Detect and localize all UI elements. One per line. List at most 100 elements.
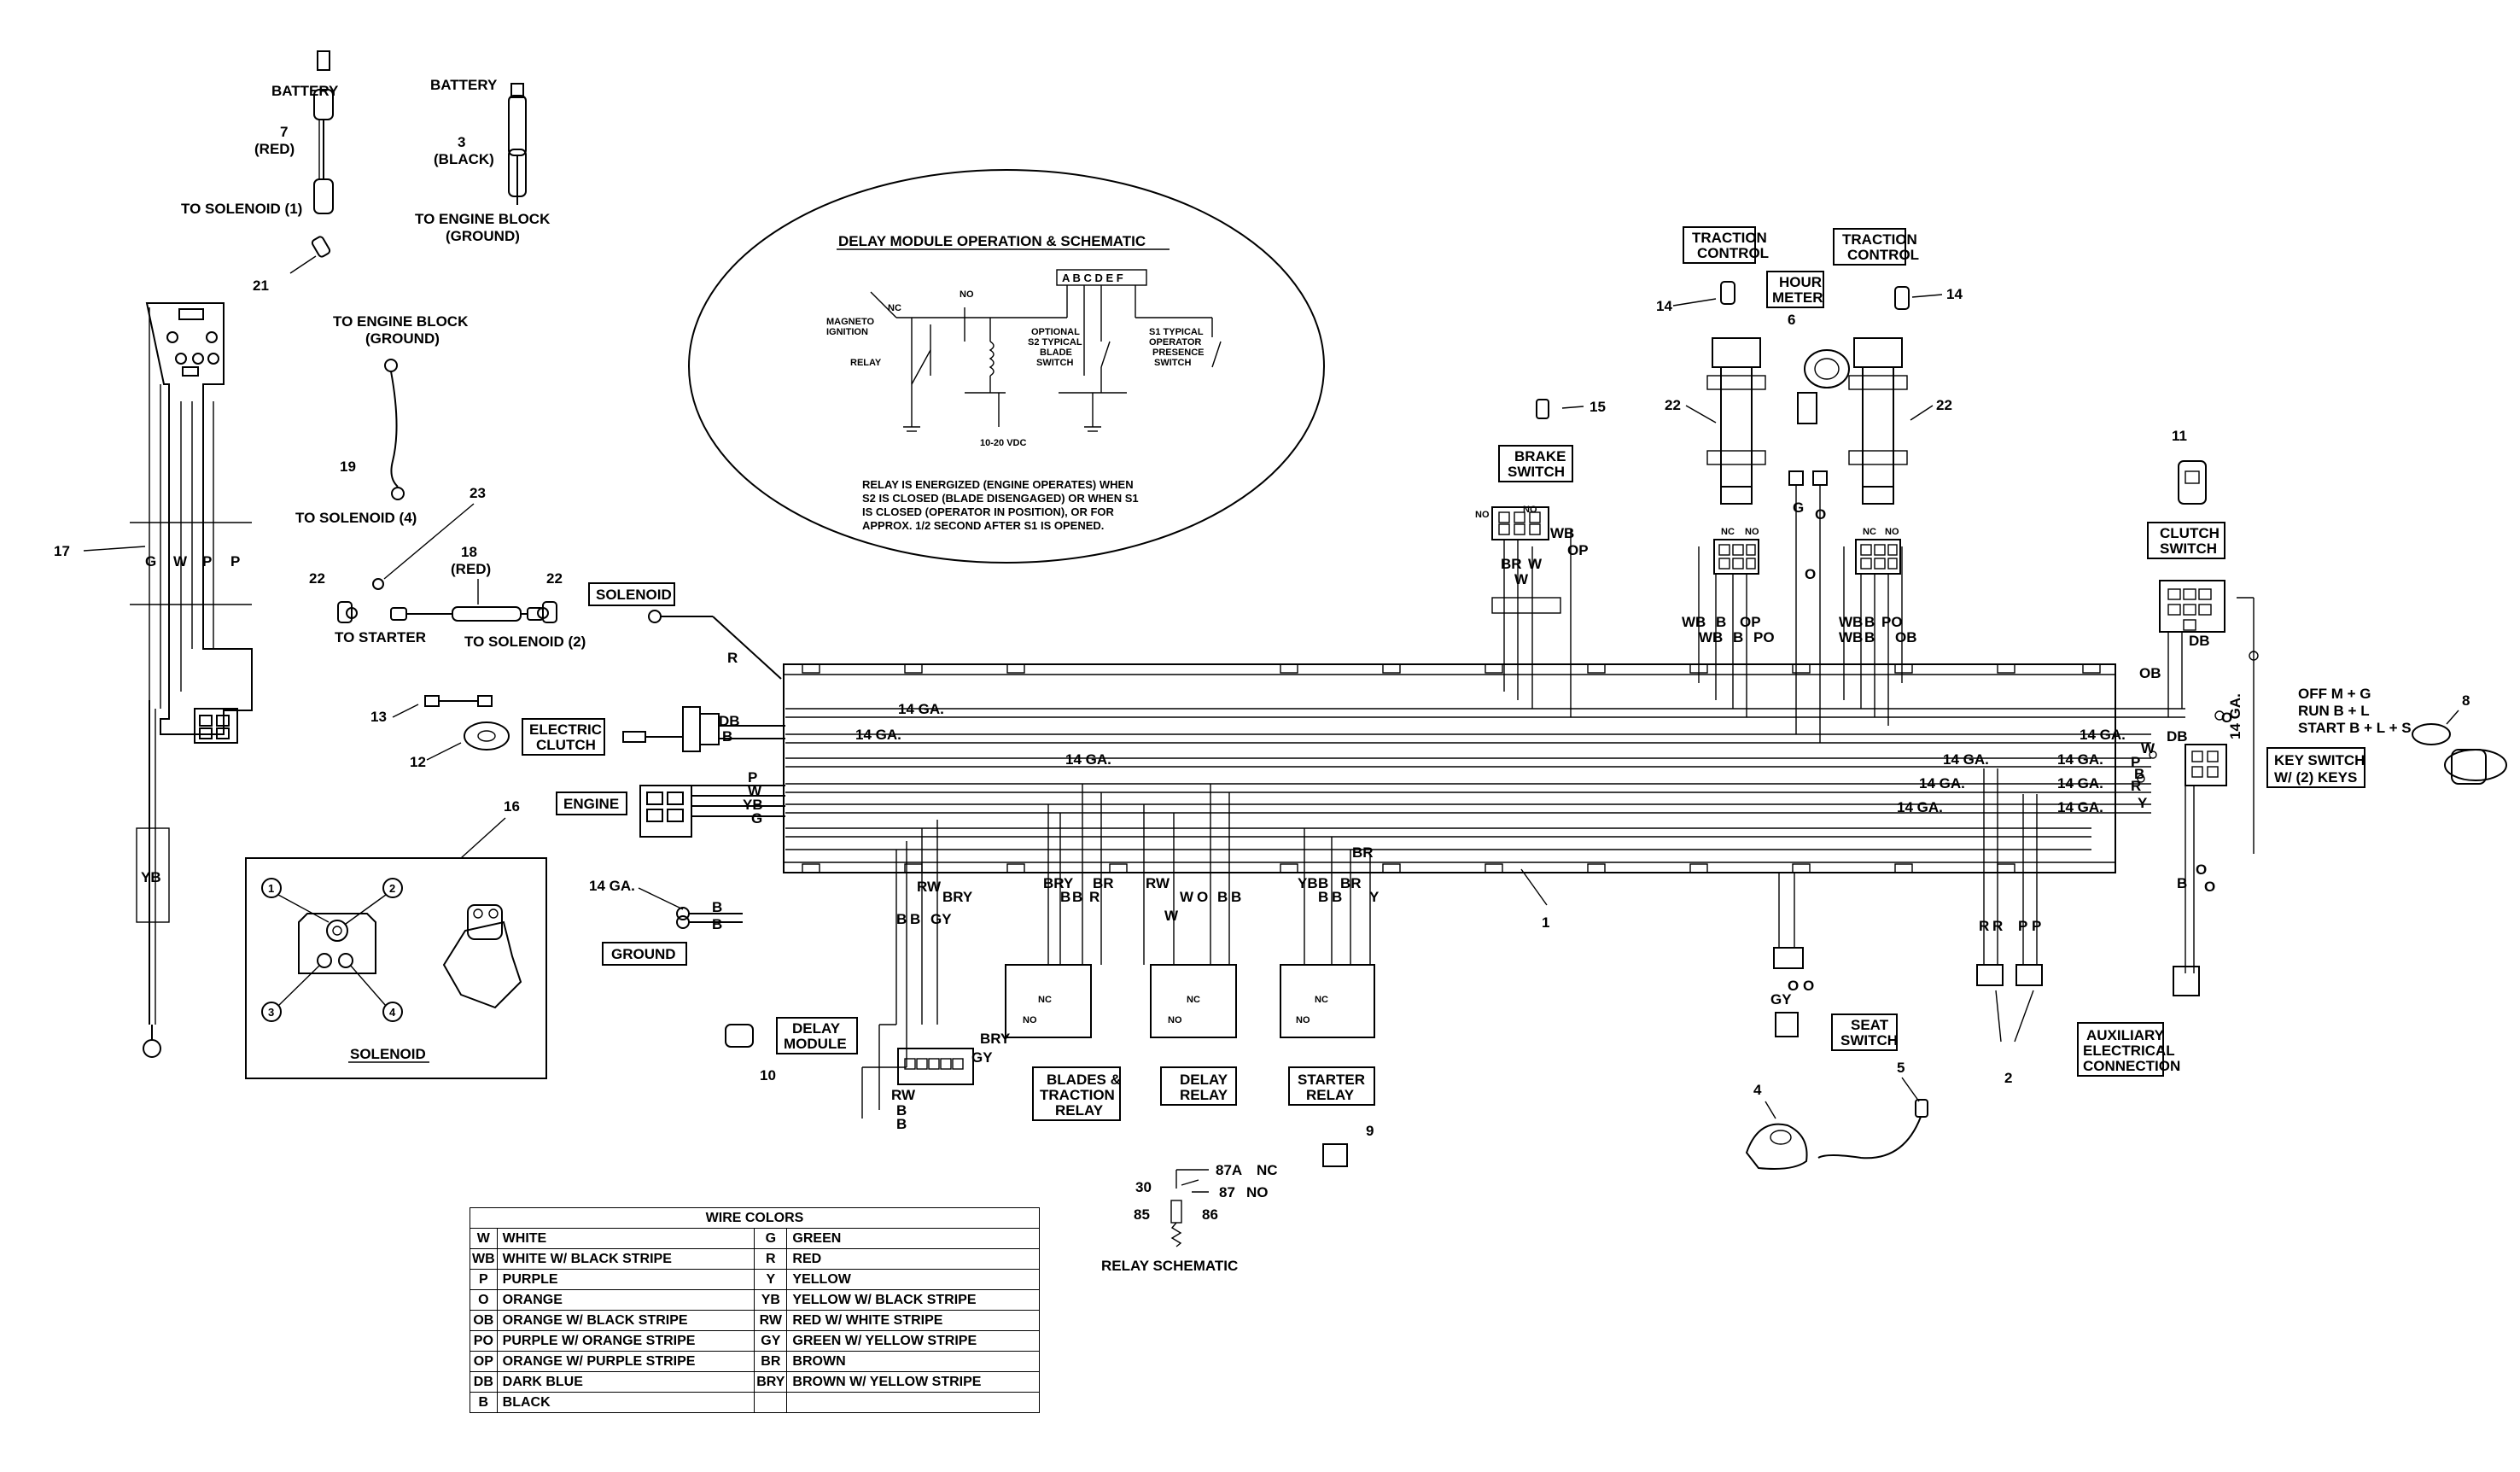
wire-wb-brake: WB — [1550, 525, 1574, 541]
red-cable-number: 7 — [280, 124, 288, 140]
callout-2: 2 — [2004, 1070, 2012, 1086]
wire-color-name: GREEN — [786, 1228, 1040, 1249]
wire-p-engine: P — [748, 769, 757, 786]
wire-w-brake: W — [1528, 556, 1543, 572]
to-starter-label: TO STARTER — [335, 629, 426, 645]
sol-term-1: 1 — [268, 882, 274, 895]
delay-opt-1: OPTIONAL — [1031, 327, 1080, 337]
solenoid-detail: 16 1 2 3 4 SOLENOID — [245, 798, 547, 1079]
wire-db-key: DB — [2167, 728, 2188, 745]
traction-l-1: TRACTION — [1692, 230, 1767, 246]
delay-note-2: S2 IS CLOSED (BLADE DISENGAGED) OR WHEN … — [862, 492, 1139, 505]
wire-o-aux1: O — [2196, 862, 2207, 878]
callout-4: 4 — [1753, 1082, 1762, 1098]
ga14-j: 14 GA. — [2057, 799, 2103, 815]
wire-color-name: BLACK — [496, 1392, 755, 1413]
aux-1: AUXILIARY — [2086, 1027, 2165, 1043]
delay-nc: NC — [888, 303, 901, 313]
clutch-switch-1: CLUTCH — [2160, 525, 2220, 541]
ground-14ga: 14 GA. — [589, 878, 635, 894]
wire-b-key: B — [2134, 766, 2144, 782]
wire-br-e2: BR — [1352, 844, 1374, 861]
delay-opt-4: SWITCH — [1036, 358, 1073, 368]
callout-11: 11 — [2172, 428, 2187, 444]
ga14-g: 14 GA. — [1919, 775, 1965, 791]
wire-color-code: YB — [754, 1289, 788, 1311]
wire-g-hour: G — [1793, 499, 1804, 516]
wire-colors-title: WIRE COLORS — [470, 1207, 1040, 1229]
ga14-b: 14 GA. — [855, 727, 901, 743]
delay-magneto-1: MAGNETO — [826, 317, 874, 327]
callout-19: 19 — [340, 459, 356, 475]
to-solenoid-4-label: TO SOLENOID (4) — [295, 510, 417, 526]
wire-w-d: W — [1180, 889, 1194, 905]
hour-meter-2: METER — [1772, 289, 1823, 306]
wire-color-code: OP — [470, 1351, 498, 1372]
wire-wb-tl2: WB — [1699, 629, 1723, 645]
to-solenoid-2-label: TO SOLENOID (2) — [464, 634, 586, 650]
ground-label: GROUND — [611, 946, 676, 962]
delay-note-4: APPROX. 1/2 SECOND AFTER S1 IS OPENED. — [862, 519, 1104, 532]
aux-3: CONNECTION — [2083, 1058, 2180, 1074]
wire-y-e: Y — [1369, 889, 1380, 905]
ga14-a: 14 GA. — [898, 701, 944, 717]
callout-13: 13 — [370, 709, 387, 725]
wire-colors-header: WIRE COLORS — [470, 1207, 1040, 1229]
wire-op-tl: OP — [1740, 614, 1761, 630]
wire-wb-tr2: WB — [1839, 629, 1863, 645]
wire-color-code: OB — [470, 1310, 498, 1331]
wire-po-tl: PO — [1753, 629, 1775, 645]
wire-color-code: WB — [470, 1248, 498, 1270]
to-solenoid-1-label: TO SOLENOID (1) — [181, 201, 302, 217]
relay-a-no: NO — [1023, 1015, 1037, 1025]
wire-ob-clutchsw: OB — [2139, 665, 2161, 681]
wire-color-name: YELLOW W/ BLACK STRIPE — [786, 1289, 1040, 1311]
delay-opt-3: BLADE — [1040, 348, 1072, 358]
delay-note-3: IS CLOSED (OPERATOR IN POSITION), OR FOR — [862, 505, 1115, 518]
relay-a-nc: NC — [1038, 995, 1052, 1005]
delay-pins: A B C D E F — [1062, 272, 1123, 284]
wire-op-brake: OP — [1567, 542, 1589, 558]
relay-t87a: 87A — [1216, 1162, 1242, 1178]
wire-color-name — [786, 1392, 1040, 1413]
wire-po-tr: PO — [1881, 614, 1903, 630]
wire-b-e1: B — [1318, 875, 1328, 891]
wire-color-name: RED W/ WHITE STRIPE — [786, 1310, 1040, 1331]
ga14-h: 14 GA. — [2057, 775, 2103, 791]
wire-gy-seat: GY — [1770, 991, 1792, 1008]
traction-r-2: CONTROL — [1847, 247, 1919, 263]
callout-18: 18 — [461, 544, 477, 560]
wire-color-code: BR — [754, 1351, 788, 1372]
blades-relay-3: RELAY — [1055, 1102, 1104, 1119]
wire-color-name: WHITE W/ BLACK STRIPE — [496, 1248, 755, 1270]
wire-gy-a: GY — [930, 911, 952, 927]
wire-color-name: WHITE — [496, 1228, 755, 1249]
wire-w-d2: W — [1164, 908, 1179, 924]
wire-b-e2: B — [1318, 889, 1328, 905]
harness-letter-p1: P — [202, 553, 212, 570]
wire-b-c1: B — [1060, 889, 1070, 905]
wire-color-name: RED — [786, 1248, 1040, 1270]
wire-r-aux1: R — [1979, 918, 1989, 934]
delay-s1-2: OPERATOR — [1149, 337, 1201, 348]
wire-r-aux2: R — [1992, 918, 2003, 934]
wire-r-solenoid: R — [727, 650, 738, 666]
engine-block-to-label: TO ENGINE BLOCK — [333, 313, 469, 330]
sol-term-2: 2 — [389, 882, 395, 895]
wire-color-code: RW — [754, 1310, 788, 1331]
cable-18-color: (RED) — [451, 561, 491, 577]
traction-l-no: NO — [1745, 527, 1759, 537]
left-labels: SOLENOID R 13 12 ELECTRIC CLUTCH DB B EN… — [370, 582, 858, 1084]
wire-wb-tl1: WB — [1682, 614, 1706, 630]
battery-label-right: BATTERY — [430, 77, 498, 93]
wire-b-c2: B — [1072, 889, 1082, 905]
wire-b-tr2: B — [1864, 629, 1875, 645]
